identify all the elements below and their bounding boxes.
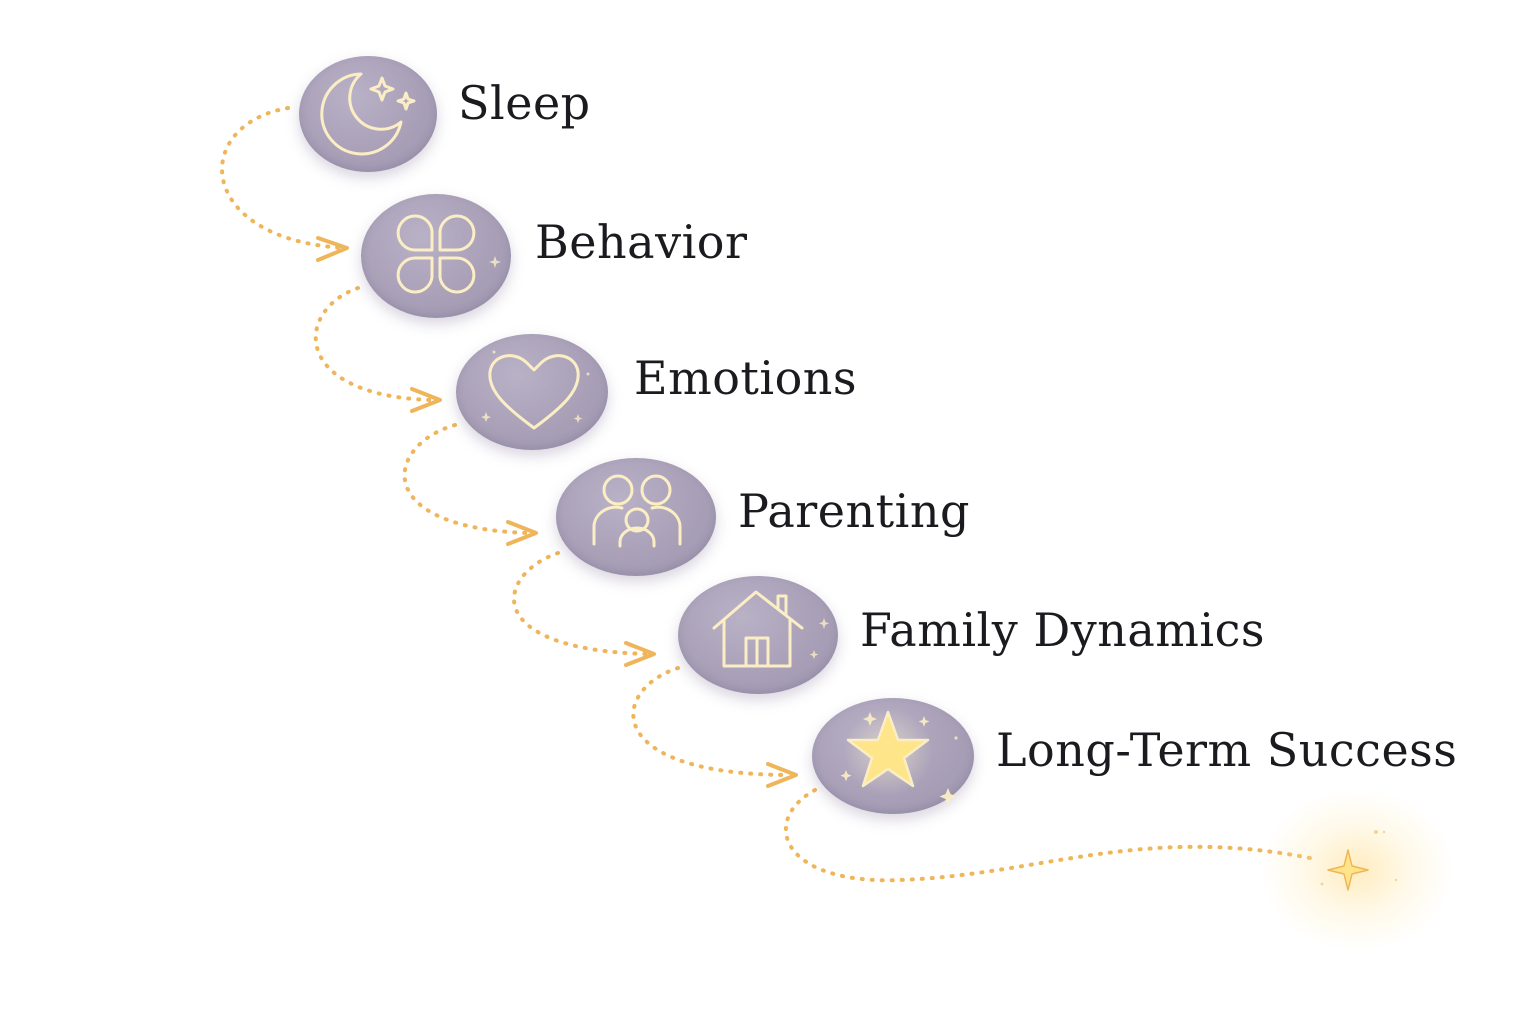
step-label: Parenting: [738, 484, 970, 538]
moon-stars-icon: [320, 72, 416, 156]
arrowhead-family: [624, 641, 656, 667]
arrowhead-behavior: [316, 236, 349, 262]
family-icon: [592, 474, 682, 548]
arrowhead-success: [766, 762, 798, 788]
step-label: Behavior: [535, 215, 748, 269]
connector-parenting-family: [512, 551, 650, 656]
four-petal-icon: [396, 214, 501, 294]
arrowhead-emotions: [410, 387, 442, 413]
step-label: Sleep: [458, 76, 591, 130]
connector-behavior-emotions: [313, 286, 432, 402]
step-label: Family Dynamics: [860, 603, 1265, 657]
parenting-disc: [556, 458, 716, 576]
connector-emotions-parenting: [402, 423, 530, 535]
family-dynamics-disc: [678, 576, 838, 694]
connector-sleep-behavior: [220, 106, 347, 250]
long-term-success-disc: [812, 698, 974, 814]
house-icon: [712, 590, 829, 668]
arrowhead-parenting: [506, 520, 538, 546]
sleep-disc: [299, 56, 437, 172]
behavior-disc: [361, 194, 511, 318]
emotions-disc: [456, 334, 608, 450]
connector-success-end: [784, 788, 1312, 883]
star-icon: [840, 708, 958, 805]
step-label: Long-Term Success: [996, 723, 1458, 777]
heart-icon: [481, 350, 590, 430]
step-label: Emotions: [634, 351, 858, 405]
